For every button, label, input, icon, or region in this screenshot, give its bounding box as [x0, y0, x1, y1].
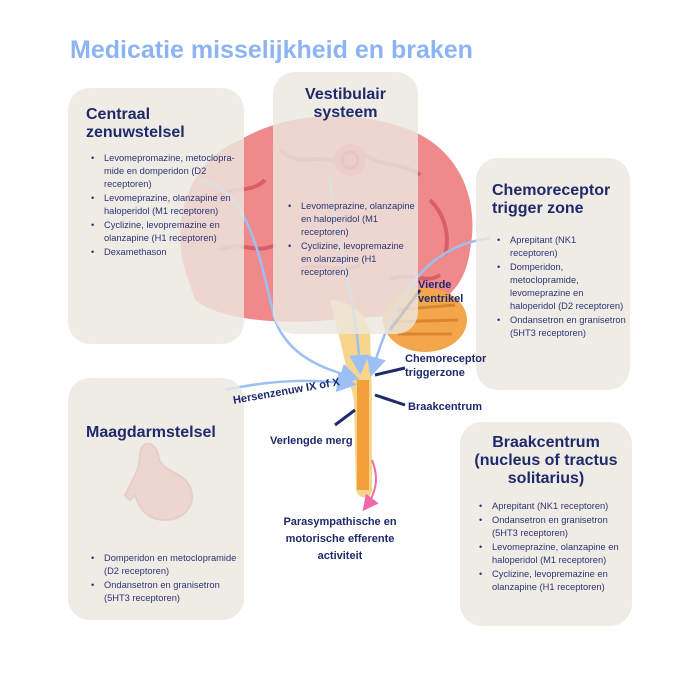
list-item: Levomepromazine, metoclopra-mide en domp… [91, 152, 245, 191]
label-parasympathische-activiteit: Parasympathische en motorische efferente… [283, 516, 397, 562]
list-item: Levomeprazine, olanzapine en haloperidol… [91, 192, 245, 218]
list-item: Ondansetron en granisetron (5HT3 recepto… [479, 514, 636, 540]
panel-chemoreceptor-trigger-zone: Chemoreceptor trigger zone Aprepitant (N… [476, 158, 630, 390]
list-item: Cyclizine, levopremazine en olanzapine (… [479, 568, 636, 594]
list-item: Levomeprazine, olanzapine en haloperidol… [479, 541, 636, 567]
list-item: Aprepitant (NK1 receptoren) [479, 500, 636, 513]
list-item: Cyclizine, levopremazine en olanzapine (… [91, 219, 245, 245]
list-item: Dexamethason [91, 246, 245, 259]
panel-braakcentrum: Braakcentrum (nucleus of tractus solitar… [460, 422, 632, 626]
list-item: Cyclizine, levopremazine en olanzapine (… [288, 240, 415, 279]
medication-list: Aprepitant (NK1 receptoren) Domperidon, … [494, 234, 626, 340]
label-chemoreceptor-triggerzone: Chemoreceptor triggerzone [405, 353, 487, 379]
panel-maagdarmstelsel: Maagdarmstelsel Domperidon en metoclopra… [68, 378, 244, 620]
spinal-cord [357, 380, 369, 490]
list-item: Ondansetron en granisetron (5HT3 recepto… [497, 314, 626, 340]
panel-title: Braakcentrum (nucleus of tractus solitar… [474, 434, 618, 487]
panel-title: Chemoreceptor trigger zone [492, 182, 611, 217]
medication-list: Levomeprazine, olanzapine en haloperidol… [285, 200, 415, 279]
panel-title: Maagdarmstelsel [86, 424, 216, 441]
panel-title: Centraal zenuwstelsel [86, 106, 185, 141]
label-vierde-ventrikel: Vierde ventrikel [418, 279, 464, 305]
panel-centraal-zenuwstelsel: Centraal zenuwstelsel Levomepromazine, m… [68, 88, 244, 344]
list-item: Domperidon, metoclopramide, levomeprazin… [497, 261, 626, 313]
list-item: Domperidon en metoclopramide (D2 recepto… [91, 552, 248, 578]
label-braakcentrum: Braakcentrum [408, 401, 482, 413]
panel-vestibulair-systeem: Vestibulair systeem Levomeprazine, olanz… [273, 72, 418, 334]
label-verlengde-merg: Verlengde merg [270, 435, 353, 447]
medication-list: Aprepitant (NK1 receptoren) Ondansetron … [476, 500, 636, 594]
page-title: Medicatie misselijkheid en braken [70, 36, 473, 64]
medication-list: Domperidon en metoclopramide (D2 recepto… [88, 552, 248, 605]
list-item: Ondansetron en granisetron (5HT3 recepto… [91, 579, 248, 605]
medication-list: Levomepromazine, metoclopra-mide en domp… [88, 152, 245, 259]
list-item: Levomeprazine, olanzapine en haloperidol… [288, 200, 415, 239]
panel-title: Vestibulair systeem [305, 86, 386, 121]
list-item: Aprepitant (NK1 receptoren) [497, 234, 626, 260]
